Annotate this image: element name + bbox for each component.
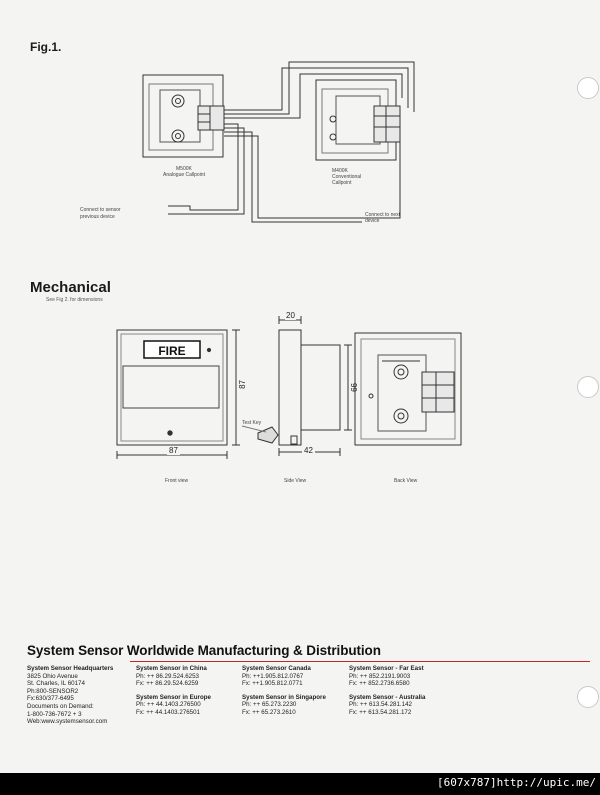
- australia-phone: Ph: ++ 613.54.281.142: [349, 701, 412, 709]
- europe-fax: Fx: ++ 44.1403.276501: [136, 708, 200, 716]
- mechanical-drawings: [116, 316, 462, 459]
- australia-heading: System Sensor - Australia: [349, 693, 426, 701]
- australia-fax: Fx: ++ 613.54.281.172: [349, 708, 412, 716]
- hq-line: Documents on Demand:: [27, 702, 94, 710]
- binder-hole: [577, 376, 599, 398]
- analogue-label-model: M500K: [176, 166, 192, 172]
- hq-line: Fx:630/377-6495: [27, 695, 74, 703]
- canada-singapore-column: System Sensor Canada Ph: ++1.905.812.076…: [242, 665, 346, 717]
- side-height-dim: 66: [350, 383, 359, 392]
- hq-web-line: Web:www.systemsensor.com: [27, 718, 108, 726]
- hq-heading: System Sensor Headquarters: [27, 665, 114, 672]
- singapore-fax: Fx: ++ 65.273.2610: [242, 708, 296, 716]
- conventional-label-name: Conventional: [332, 174, 362, 180]
- binder-hole: [577, 686, 599, 708]
- footer-rule: [130, 661, 590, 662]
- mechanical-subtitle: See Fig 2. for dimensions: [46, 297, 103, 303]
- footer-title: System Sensor Worldwide Manufacturing & …: [27, 643, 381, 658]
- canada-phone: Ph: ++1.905.812.0767: [242, 672, 304, 680]
- fareast-fax: Fx: ++ 852.2736.6580: [349, 680, 410, 688]
- connect-next-label-2: device: [365, 218, 380, 224]
- europe-phone: Ph: ++ 44.1403.276500: [136, 701, 201, 709]
- connect-next-label: Connect to next: [365, 212, 401, 218]
- test-key-label: Test Key: [242, 420, 262, 426]
- canada-heading: System Sensor Canada: [242, 665, 311, 672]
- front-view-label: Front view: [165, 478, 189, 484]
- hq-line: St. Charles, IL 60174: [27, 680, 85, 688]
- side-view-drawing: [241, 316, 352, 456]
- china-fax: Fx: ++ 86.29.524.6259: [136, 680, 199, 688]
- hq-line: 3825 Ohio Avenue: [27, 672, 78, 680]
- fareast-heading: System Sensor - Far East: [349, 665, 424, 672]
- europe-heading: System Sensor in Europe: [136, 693, 211, 701]
- conventional-label-model: M400K: [332, 168, 348, 174]
- front-height-dim: 87: [238, 380, 247, 389]
- figure-title: Fig.1.: [30, 40, 62, 54]
- hq-line: 1-800-736-7672 + 3: [27, 710, 82, 718]
- singapore-phone: Ph: ++ 65.273.2230: [242, 701, 297, 709]
- fareast-australia-column: System Sensor - Far East Ph: ++ 852.2191…: [349, 665, 459, 717]
- conventional-label-type: Callpoint: [332, 180, 352, 186]
- image-host-bar: [0, 773, 600, 795]
- back-view-label: Back View: [394, 478, 418, 484]
- mechanical-title: Mechanical: [30, 279, 111, 296]
- china-heading: System Sensor in China: [136, 665, 207, 672]
- china-europe-column: System Sensor in China Ph: ++ 86.29.524.…: [136, 665, 240, 717]
- china-phone: Ph: ++ 86.29.524.6253: [136, 672, 199, 680]
- fire-label: FIRE: [158, 344, 186, 358]
- side-top-dim: 20: [285, 311, 296, 320]
- side-view-label: Side View: [284, 478, 307, 484]
- document-page: Fig.1.: [0, 0, 600, 773]
- fareast-phone: Ph: ++ 852.2191.9003: [349, 672, 411, 680]
- connect-previous-label: Connect to sensor: [80, 207, 121, 213]
- wiring-diagram: [142, 61, 415, 223]
- analogue-label-name: Analogue Callpoint: [163, 172, 205, 178]
- canada-fax: Fx: ++1.905.812.0771: [242, 680, 303, 688]
- front-view-drawing: [116, 329, 240, 459]
- binder-hole: [577, 77, 599, 99]
- side-bottom-dim: 42: [302, 446, 315, 455]
- image-host-watermark[interactable]: [607x787]http://upic.me/: [437, 776, 596, 789]
- singapore-heading: System Sensor in Singapore: [242, 693, 326, 701]
- connect-previous-label-2: previous device: [80, 214, 115, 220]
- back-view-drawing: [354, 332, 462, 446]
- hq-line: Ph:800-SENSOR2: [27, 687, 79, 695]
- hq-contact-column: System Sensor Headquarters 3825 Ohio Ave…: [27, 665, 135, 726]
- front-width-dim: 87: [167, 446, 180, 455]
